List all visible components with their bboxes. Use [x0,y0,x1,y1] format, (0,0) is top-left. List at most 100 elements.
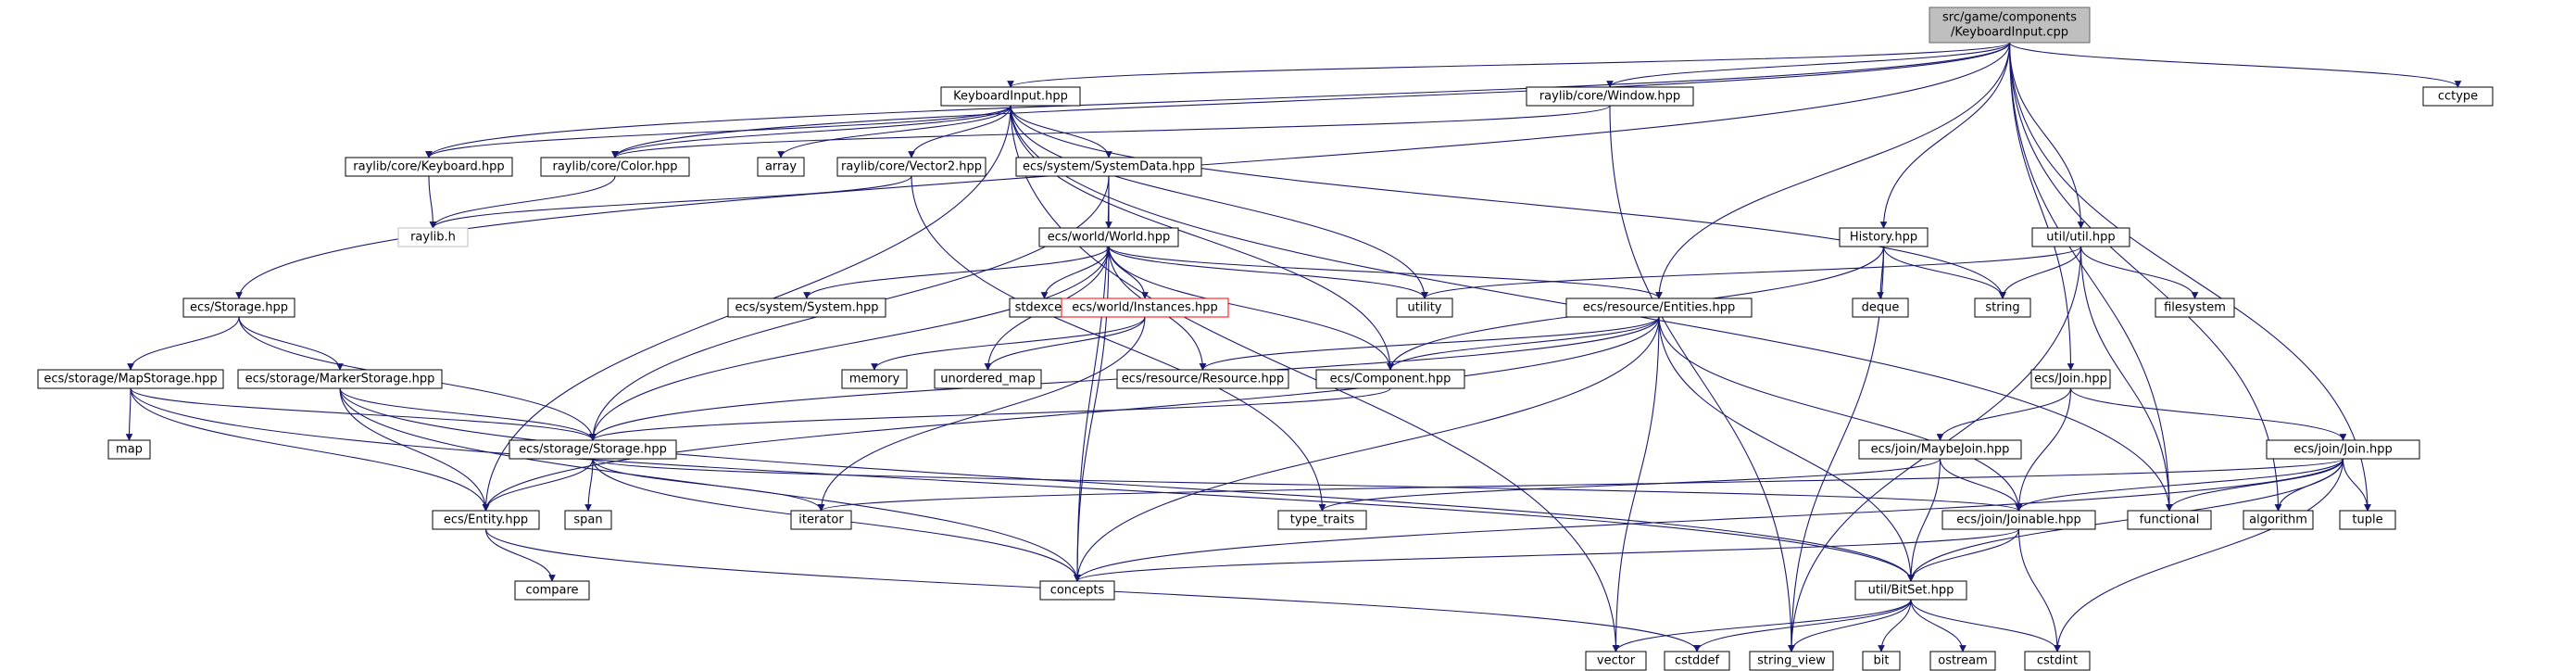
node-functional[interactable]: functional [2127,510,2212,530]
edge-joinable-to-cstdint [2017,528,2061,652]
edge-world-to-stdexcept [1040,246,1110,299]
node-label: array [765,160,797,174]
edge-kbhpp-to-utility [1010,105,1428,299]
node-concepts[interactable]: concepts [1039,580,1115,601]
node-typetraits[interactable]: type_traits [1277,510,1367,530]
node-system[interactable]: ecs/system/System.hpp [727,298,886,318]
node-label: ecs/Join.hpp [2034,373,2107,386]
node-world[interactable]: ecs/world/World.hpp [1038,227,1179,247]
node-joinable[interactable]: ecs/join/Joinable.hpp [1941,510,2096,530]
node-bit[interactable]: bit [1862,651,1901,671]
node-rkb[interactable]: raylib/core/Keyboard.hpp [345,157,513,177]
node-filesystem[interactable]: filesystem [2155,298,2235,318]
node-markerst[interactable]: ecs/storage/MarkerStorage.hpp [237,369,443,389]
node-box [1941,510,2096,530]
node-label: cctype [2438,90,2478,104]
node-kbhpp[interactable]: KeyboardInput.hpp [940,86,1081,107]
node-algorithm[interactable]: algorithm [2243,510,2314,530]
node-box [1862,651,1901,671]
edge-root-to-join [2008,42,2075,371]
node-map[interactable]: map [107,439,151,460]
edge-markerst-to-ststorage [339,387,597,441]
node-root[interactable]: src/game/components/KeyboardInput.cpp [1929,6,2091,44]
edge-joinable-to-bitset [1907,528,2020,582]
nodes-layer: src/game/components/KeyboardInput.cppKey… [37,6,2494,671]
node-raylibh[interactable]: raylib.h [397,227,469,247]
node-label: bit [1874,654,1890,668]
node-box [397,227,469,247]
node-bitset[interactable]: util/BitSet.hpp [1854,580,1967,601]
node-cstdint[interactable]: cstdint [2024,651,2091,671]
edge-window-to-rcolor [611,105,1611,158]
node-compare[interactable]: compare [514,580,590,601]
edge-maybejoin-to-joinable [1939,458,2023,512]
node-stringview[interactable]: string_view [1749,651,1834,671]
node-label: ecs/system/System.hpp [735,301,878,315]
edge-kbhpp-to-vector [1010,105,1620,652]
node-utility[interactable]: utility [1396,298,1453,318]
edge-rcolor-to-raylibh [429,175,616,229]
edge-storagehpp-to-mapst [127,316,240,371]
edge-kbhpp-to-component [1010,105,1394,371]
node-array[interactable]: array [757,157,805,177]
node-component[interactable]: ecs/Component.hpp [1315,369,1465,389]
node-box [432,510,540,530]
edge-root-to-cctype [2008,42,2462,88]
node-string[interactable]: string [1974,298,2031,318]
node-memory[interactable]: memory [841,369,908,389]
node-box [540,157,690,177]
node-box [1315,369,1465,389]
node-box [2024,651,2091,671]
node-cstddef[interactable]: cstddef [1664,651,1730,671]
node-label: util/BitSet.hpp [1868,584,1954,598]
edge-root-to-entities [1655,42,2011,299]
edge-markerst-to-bitset [339,387,1915,582]
node-umap[interactable]: unordered_map [934,369,1042,389]
node-resource[interactable]: ecs/resource/Resource.hpp [1116,369,1289,389]
edge-root-to-kbhpp [1007,42,2011,88]
node-span[interactable]: span [564,510,612,530]
edge-join-to-maybejoin [1936,387,2072,441]
edge-mapst-to-bitset [130,387,1915,582]
node-label: /KeyboardInput.cpp [1951,26,2068,40]
node-storagehpp[interactable]: ecs/Storage.hpp [182,298,295,318]
node-vector[interactable]: vector [1585,651,1647,671]
node-entity[interactable]: ecs/Entity.hpp [432,510,540,530]
node-entities[interactable]: ecs/resource/Entities.hpp [1565,298,1753,318]
node-cctype[interactable]: cctype [2422,86,2494,107]
node-label: ecs/Entity.hpp [444,513,528,527]
node-tuple[interactable]: tuple [2339,510,2396,530]
node-label: utility [1408,301,1442,315]
node-ststorage[interactable]: ecs/storage/Storage.hpp [509,439,677,460]
edge-entities-to-bitset [1658,316,1915,582]
edge-bitset-to-stringview [1788,599,1912,652]
edge-entities-to-resource [1199,316,1660,371]
edge-root-to-util [2008,42,2085,229]
edge-mapst-to-ststorage [130,387,597,441]
node-ostream[interactable]: ostream [1929,651,1996,671]
node-box [940,86,1081,107]
node-iterator[interactable]: iterator [790,510,852,530]
node-sysdata[interactable]: ecs/system/SystemData.hpp [1015,157,1202,177]
node-util[interactable]: util/util.hpp [2031,227,2130,247]
node-instances[interactable]: ecs/world/Instances.hpp [1061,298,1229,318]
node-join[interactable]: ecs/Join.hpp [2030,369,2111,389]
edge-component-to-ststorage [589,387,1391,441]
node-box [182,298,295,318]
node-history[interactable]: History.hpp [1839,227,1929,247]
node-rvec2[interactable]: raylib/core/Vector2.hpp [836,157,986,177]
node-rcolor[interactable]: raylib/core/Color.hpp [540,157,690,177]
node-mapst[interactable]: ecs/storage/MapStorage.hpp [37,369,224,389]
node-box [841,369,908,389]
node-window[interactable]: raylib/core/Window.hpp [1526,86,1694,107]
node-label: concepts [1050,584,1105,598]
node-deque[interactable]: deque [1852,298,1909,318]
node-label: ecs/world/Instances.hpp [1072,301,1217,315]
node-maybejoin[interactable]: ecs/join/MaybeJoin.hpp [1858,439,2022,460]
node-box [37,369,224,389]
node-joinjoin[interactable]: ecs/join/Join.hpp [2266,439,2420,460]
node-box [345,157,513,177]
node-box [1929,651,1996,671]
node-label: string_view [1757,654,1826,668]
node-label: raylib.h [410,231,456,245]
